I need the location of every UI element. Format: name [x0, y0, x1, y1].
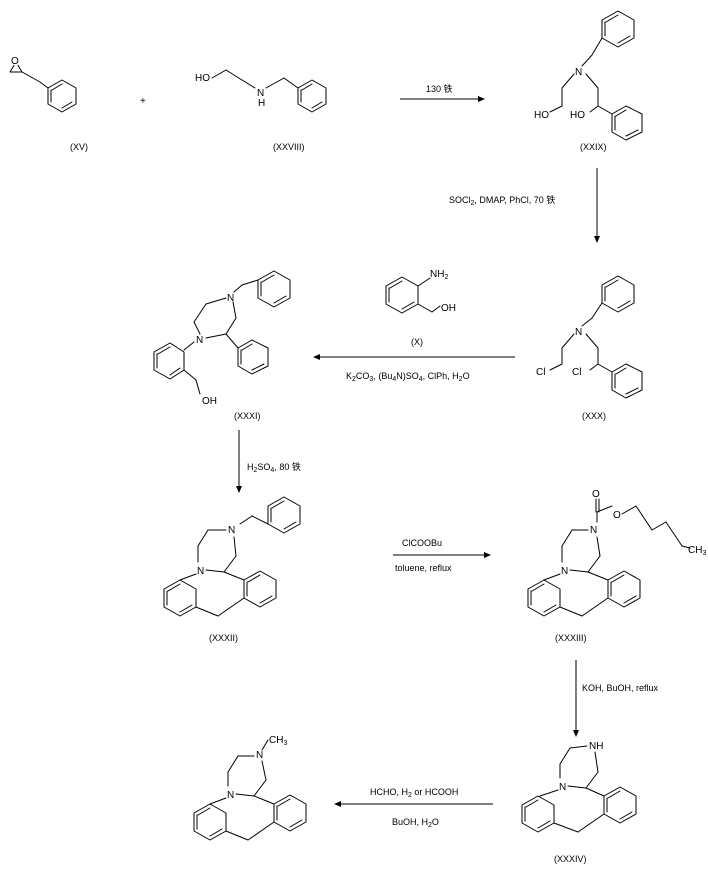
label-xxxii: (XXXII)	[209, 633, 238, 643]
compound-xxx-structure: N Cl Cl	[536, 275, 643, 399]
atom-h: H	[258, 98, 265, 109]
compound-final-structure: CH3 N N	[193, 735, 307, 841]
arrow-step3	[313, 354, 515, 360]
arrow-step7	[334, 801, 493, 807]
atom-oh: OH	[441, 303, 456, 314]
compound-x-structure: NH2 OH	[385, 269, 456, 314]
condition-step6: KOH, BuOH, reflux	[582, 683, 659, 693]
atom-nh2: NH2	[430, 269, 448, 281]
plus-sign: +	[140, 96, 146, 107]
atom-n: N	[575, 327, 582, 338]
compound-xxxi-structure: N N OH	[153, 270, 291, 407]
atom-n: N	[257, 88, 264, 99]
atom-oh: OH	[202, 396, 217, 407]
arrow-step4	[236, 430, 242, 493]
compound-xxxiii-structure: O O CH3 N N	[527, 489, 706, 617]
label-xxxi: (XXXI)	[234, 411, 261, 421]
condition-step4: H2SO4, 80 铁	[247, 461, 301, 474]
label-xxx: (XXX)	[582, 411, 606, 421]
atom-n: N	[561, 566, 568, 577]
atom-n: N	[559, 782, 566, 793]
label-xxix: (XXIX)	[580, 142, 607, 152]
condition-step2: SOCl2, DMAP, PhCl, 70 铁	[449, 194, 555, 207]
atom-nh: NH	[589, 741, 603, 752]
atom-ho: HO	[534, 110, 549, 121]
atom-oxygen: O	[11, 56, 19, 67]
atom-n: N	[228, 525, 235, 536]
atom-n: N	[227, 790, 234, 801]
arrow-step1	[400, 96, 485, 102]
compound-xv-structure: O	[9, 54, 77, 113]
atom-ho: HO	[195, 73, 210, 84]
label-xxviii: (XXVIII)	[273, 142, 305, 152]
arrow-step2	[594, 168, 600, 243]
condition-step5-bottom: toluene, reflux	[395, 563, 452, 573]
condition-step7-bottom: BuOH, H2O	[392, 817, 439, 829]
compound-xxxiv-structure: NH N	[521, 741, 637, 833]
label-xxxiii: (XXXIII)	[555, 633, 587, 643]
atom-cl: Cl	[536, 367, 545, 378]
compound-xxix-structure: N HO HO	[534, 10, 643, 141]
atom-n: N	[256, 750, 263, 761]
condition-step1: 130 铁	[426, 83, 453, 94]
atom-n: N	[197, 566, 204, 577]
compound-xxviii-structure: HO N H	[195, 69, 327, 113]
condition-step7-top: HCHO, H2 or HCOOH	[370, 787, 458, 799]
atom-ch3: CH3	[269, 735, 287, 747]
condition-step5-top: ClCOOBu	[402, 538, 442, 548]
atom-cl: Cl	[572, 367, 581, 378]
label-x: (X)	[411, 337, 423, 347]
atom-ch3: CH3	[688, 545, 706, 557]
condition-step3: K2CO3, (Bu4N)SO4, ClPh, H2O	[346, 371, 470, 383]
atom-n: N	[227, 293, 234, 304]
atom-oxygen: O	[592, 489, 600, 500]
label-xv: (XV)	[70, 142, 88, 152]
atom-n: N	[575, 67, 582, 78]
arrow-step5	[393, 552, 491, 558]
atom-ho: HO	[570, 110, 585, 121]
atom-n: N	[196, 335, 203, 346]
atom-oxygen: O	[613, 510, 621, 521]
atom-n: N	[590, 525, 597, 536]
label-xxxiv: (XXXIV)	[554, 854, 587, 864]
arrow-step6	[573, 660, 579, 737]
compound-xxxii-structure: N N	[163, 496, 301, 617]
